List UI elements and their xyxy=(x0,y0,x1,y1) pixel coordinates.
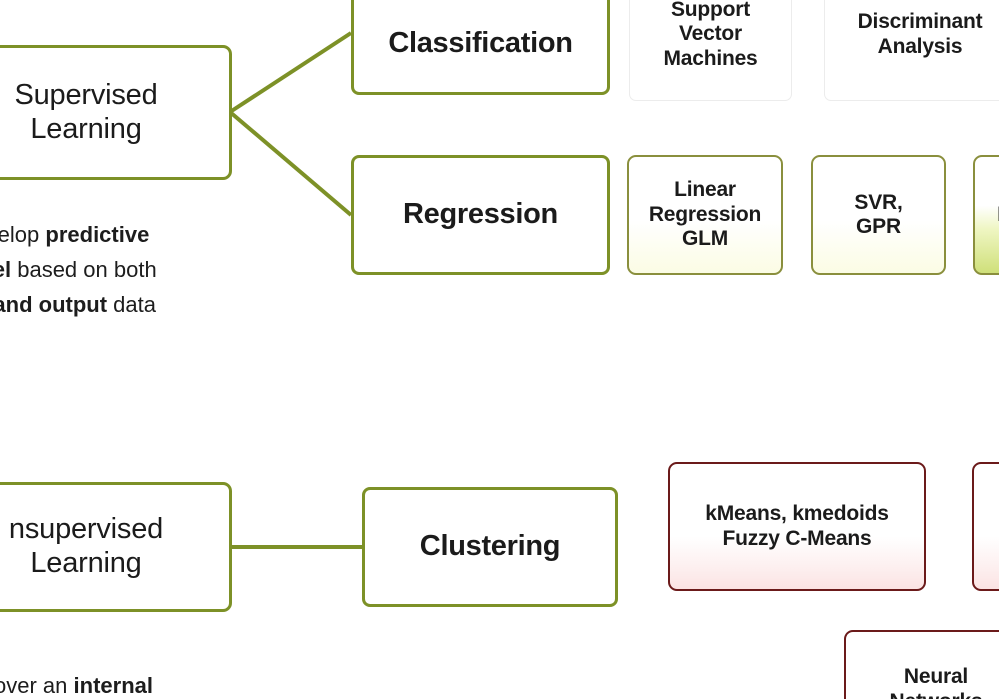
node-support-vector-machines[interactable]: Support Vector Machines xyxy=(629,0,792,101)
caption-supervised-line3-a: t and output xyxy=(0,291,108,317)
node-neural-networks[interactable]: Neural Networks xyxy=(844,630,999,699)
node-kmeans-kmedoids-fuzzy-cmeans[interactable]: kMeans, kmedoids Fuzzy C-Means xyxy=(668,462,926,591)
node-svr-gpr[interactable]: SVR, GPR xyxy=(811,155,946,275)
node-discriminant-analysis-label: Discriminant Analysis xyxy=(857,10,983,58)
node-kmeans-kmedoids-fuzzy-cmeans-label: kMeans, kmedoids Fuzzy C-Means xyxy=(705,502,889,550)
node-unsupervised-learning-label: nsupervised Learning xyxy=(8,513,164,579)
caption-supervised-line2-a: del xyxy=(0,256,12,282)
connector-supervised-to-regression xyxy=(228,110,353,217)
caption-supervised-line3-b: data xyxy=(107,291,156,317)
node-linear-regression-glm[interactable]: Linear Regression GLM xyxy=(627,155,783,275)
caption-supervised: velop predictive del based on both t and o… xyxy=(0,218,228,322)
node-supervised-learning[interactable]: Supervised Learning xyxy=(0,45,232,180)
node-support-vector-machines-label: Support Vector Machines xyxy=(663,0,758,70)
caption-unsupervised-line1-b: internal xyxy=(73,673,153,698)
node-clustering-leaf-secondary[interactable] xyxy=(972,462,999,591)
node-ensemble-methods-label: E xyxy=(997,203,999,227)
node-unsupervised-learning[interactable]: nsupervised Learning xyxy=(0,482,232,612)
caption-supervised-line2-b: based on both xyxy=(11,256,157,282)
connector-supervised-to-classification xyxy=(228,31,353,114)
node-supervised-learning-label: Supervised Learning xyxy=(14,78,158,145)
node-regression[interactable]: Regression xyxy=(351,155,610,275)
node-svr-gpr-label: SVR, GPR xyxy=(854,190,903,238)
node-linear-regression-glm-label: Linear Regression GLM xyxy=(648,178,762,251)
node-classification-label: Classification xyxy=(388,26,573,59)
caption-unsupervised-line1-a: cover an xyxy=(0,673,68,698)
node-ensemble-methods[interactable]: E xyxy=(973,155,999,275)
caption-supervised-line1-b: predictive xyxy=(45,222,150,247)
node-discriminant-analysis[interactable]: Discriminant Analysis xyxy=(824,0,999,101)
node-clustering[interactable]: Clustering xyxy=(362,487,618,607)
caption-supervised-line1-a: velop xyxy=(0,222,40,247)
node-neural-networks-label: Neural Networks xyxy=(890,665,983,699)
node-clustering-label: Clustering xyxy=(419,530,561,563)
caption-unsupervised: cover an internal xyxy=(0,669,228,699)
node-regression-label: Regression xyxy=(403,198,558,231)
node-classification[interactable]: Classification xyxy=(351,0,610,95)
